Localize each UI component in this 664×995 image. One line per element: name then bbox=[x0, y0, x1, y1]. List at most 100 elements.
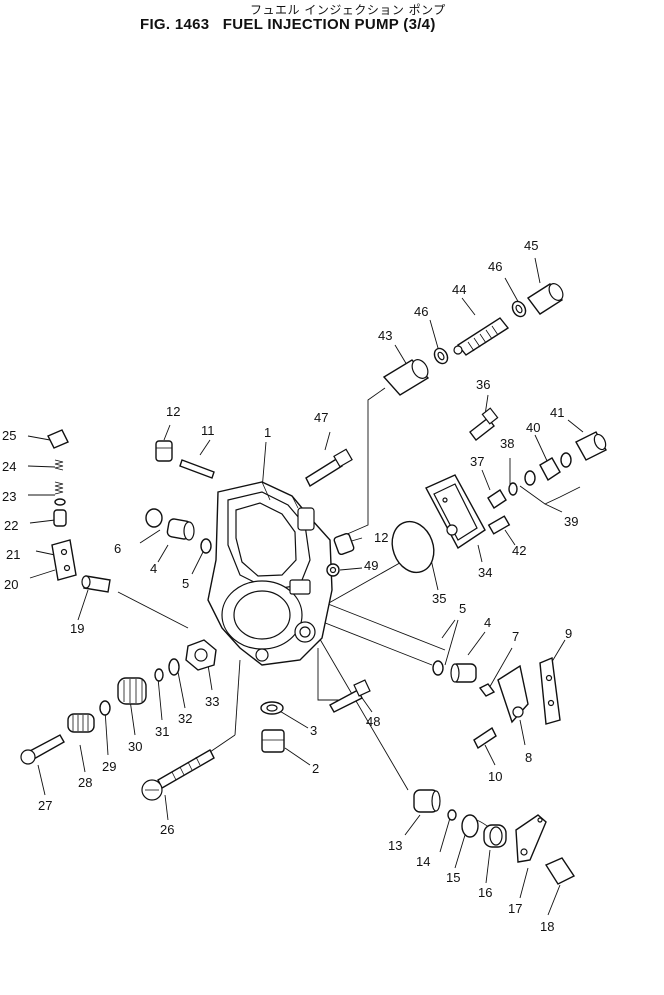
callout-29: 29 bbox=[102, 759, 116, 774]
part-6-cap bbox=[145, 508, 163, 528]
part-28-spring bbox=[67, 713, 95, 733]
callout-19: 19 bbox=[70, 621, 84, 636]
part-31-washer bbox=[154, 668, 164, 682]
part-15-spring bbox=[461, 814, 491, 838]
callout-44: 44 bbox=[452, 282, 466, 297]
callout-8: 8 bbox=[525, 750, 532, 765]
callout-42: 42 bbox=[512, 543, 526, 558]
callout-38: 38 bbox=[500, 436, 514, 451]
callout-31: 31 bbox=[155, 724, 169, 739]
part-12-plug-right bbox=[333, 532, 355, 556]
callout-18: 18 bbox=[540, 919, 554, 934]
part-46-washer-upper bbox=[511, 300, 527, 318]
part-4-bushing-right bbox=[450, 663, 477, 683]
callout-17: 17 bbox=[508, 901, 522, 916]
callout-7: 7 bbox=[512, 629, 519, 644]
part-21-bushing bbox=[53, 509, 67, 527]
part-10-bolt bbox=[473, 726, 497, 750]
callout-49: 49 bbox=[364, 558, 378, 573]
callout-33: 33 bbox=[205, 694, 219, 709]
callout-47: 47 bbox=[314, 410, 328, 425]
part-9-bracket bbox=[539, 657, 561, 725]
callout-10: 10 bbox=[488, 769, 502, 784]
callout-35: 35 bbox=[432, 591, 446, 606]
callout-4: 4 bbox=[150, 561, 157, 576]
part-34-cover-plate bbox=[425, 474, 486, 550]
part-14-washer bbox=[447, 809, 457, 821]
part-48-bolt bbox=[329, 679, 371, 713]
callout-20: 20 bbox=[4, 577, 18, 592]
callout-27: 27 bbox=[38, 798, 52, 813]
part-25-clip bbox=[47, 429, 69, 449]
part-46-washer-lower bbox=[433, 347, 449, 365]
part-3-gasket bbox=[260, 701, 284, 715]
part-20-bracket bbox=[51, 539, 77, 581]
part-43-sleeve bbox=[382, 359, 430, 396]
callout-24: 24 bbox=[2, 459, 16, 474]
japanese-title: フュエル インジェクション ポンプ bbox=[250, 3, 446, 17]
callout-46: 46 bbox=[414, 304, 428, 319]
callout-37: 37 bbox=[470, 454, 484, 469]
part-19-shaft bbox=[81, 575, 111, 593]
part-5-o-ring-right bbox=[432, 660, 444, 676]
callout-6: 6 bbox=[114, 541, 121, 556]
callout-labels: 1 2 3 4 4 5 5 6 7 8 9 10 11 12 12 13 14 … bbox=[2, 238, 578, 934]
part-35-o-ring bbox=[391, 520, 435, 574]
part-5-o-ring-left bbox=[200, 538, 212, 554]
callout-40: 40 bbox=[526, 420, 540, 435]
part-27-pin bbox=[20, 734, 65, 765]
callout-3: 3 bbox=[310, 723, 317, 738]
callout-1: 1 bbox=[264, 425, 271, 440]
callout-13: 13 bbox=[388, 838, 402, 853]
callout-9: 9 bbox=[565, 626, 572, 641]
part-41-sleeve bbox=[575, 431, 607, 461]
part-49-fitting bbox=[326, 563, 340, 577]
part-30-spring bbox=[117, 677, 147, 705]
callout-21: 21 bbox=[6, 547, 20, 562]
callout-2: 2 bbox=[312, 761, 319, 776]
callout-5: 5 bbox=[182, 576, 189, 591]
callout-36: 36 bbox=[476, 377, 490, 392]
callout-32: 32 bbox=[178, 711, 192, 726]
part-39-40-washer-nut bbox=[524, 452, 572, 486]
callout-14: 14 bbox=[416, 854, 430, 869]
part-17-bracket bbox=[515, 814, 547, 863]
part-26-bolt bbox=[141, 749, 215, 801]
part-18-bolt bbox=[544, 857, 576, 885]
part-8-lever bbox=[497, 664, 529, 724]
callout-23: 23 bbox=[2, 489, 16, 504]
callout-34: 34 bbox=[478, 565, 492, 580]
part-32-washer bbox=[168, 658, 180, 676]
callout-43: 43 bbox=[378, 328, 392, 343]
callout-16: 16 bbox=[478, 885, 492, 900]
part-45-sleeve bbox=[526, 283, 564, 315]
callout-28: 28 bbox=[78, 775, 92, 790]
callout-45: 45 bbox=[524, 238, 538, 253]
part-13-bushing bbox=[413, 789, 441, 813]
part-12-plug-left bbox=[155, 440, 173, 462]
part-47-bolt bbox=[305, 448, 353, 488]
part-36-screw bbox=[469, 407, 499, 441]
callout-41: 41 bbox=[550, 405, 564, 420]
part-16-collar bbox=[483, 824, 507, 848]
part-22-washer bbox=[54, 498, 66, 506]
pump-body bbox=[207, 481, 333, 666]
callout-12: 12 bbox=[166, 404, 180, 419]
callout-15: 15 bbox=[446, 870, 460, 885]
part-37-bushing bbox=[487, 489, 507, 509]
callout-5: 5 bbox=[459, 601, 466, 616]
callout-25: 25 bbox=[2, 428, 16, 443]
callout-48: 48 bbox=[366, 714, 380, 729]
part-24-spring bbox=[54, 459, 64, 471]
part-42-bolt bbox=[487, 515, 511, 535]
callout-12: 12 bbox=[374, 530, 388, 545]
callout-11: 11 bbox=[201, 423, 215, 438]
figure-title: FIG. 1463 FUEL INJECTION PUMP (3/4) bbox=[140, 16, 436, 33]
part-23-spring bbox=[54, 481, 64, 495]
callout-22: 22 bbox=[4, 518, 18, 533]
callout-4: 4 bbox=[484, 615, 491, 630]
part-7-nut bbox=[478, 683, 496, 697]
part-4-bushing-left bbox=[166, 518, 195, 541]
figure-header: フュエル インジェクション ポンプ FIG. 1463 FUEL INJECTI… bbox=[0, 0, 664, 40]
